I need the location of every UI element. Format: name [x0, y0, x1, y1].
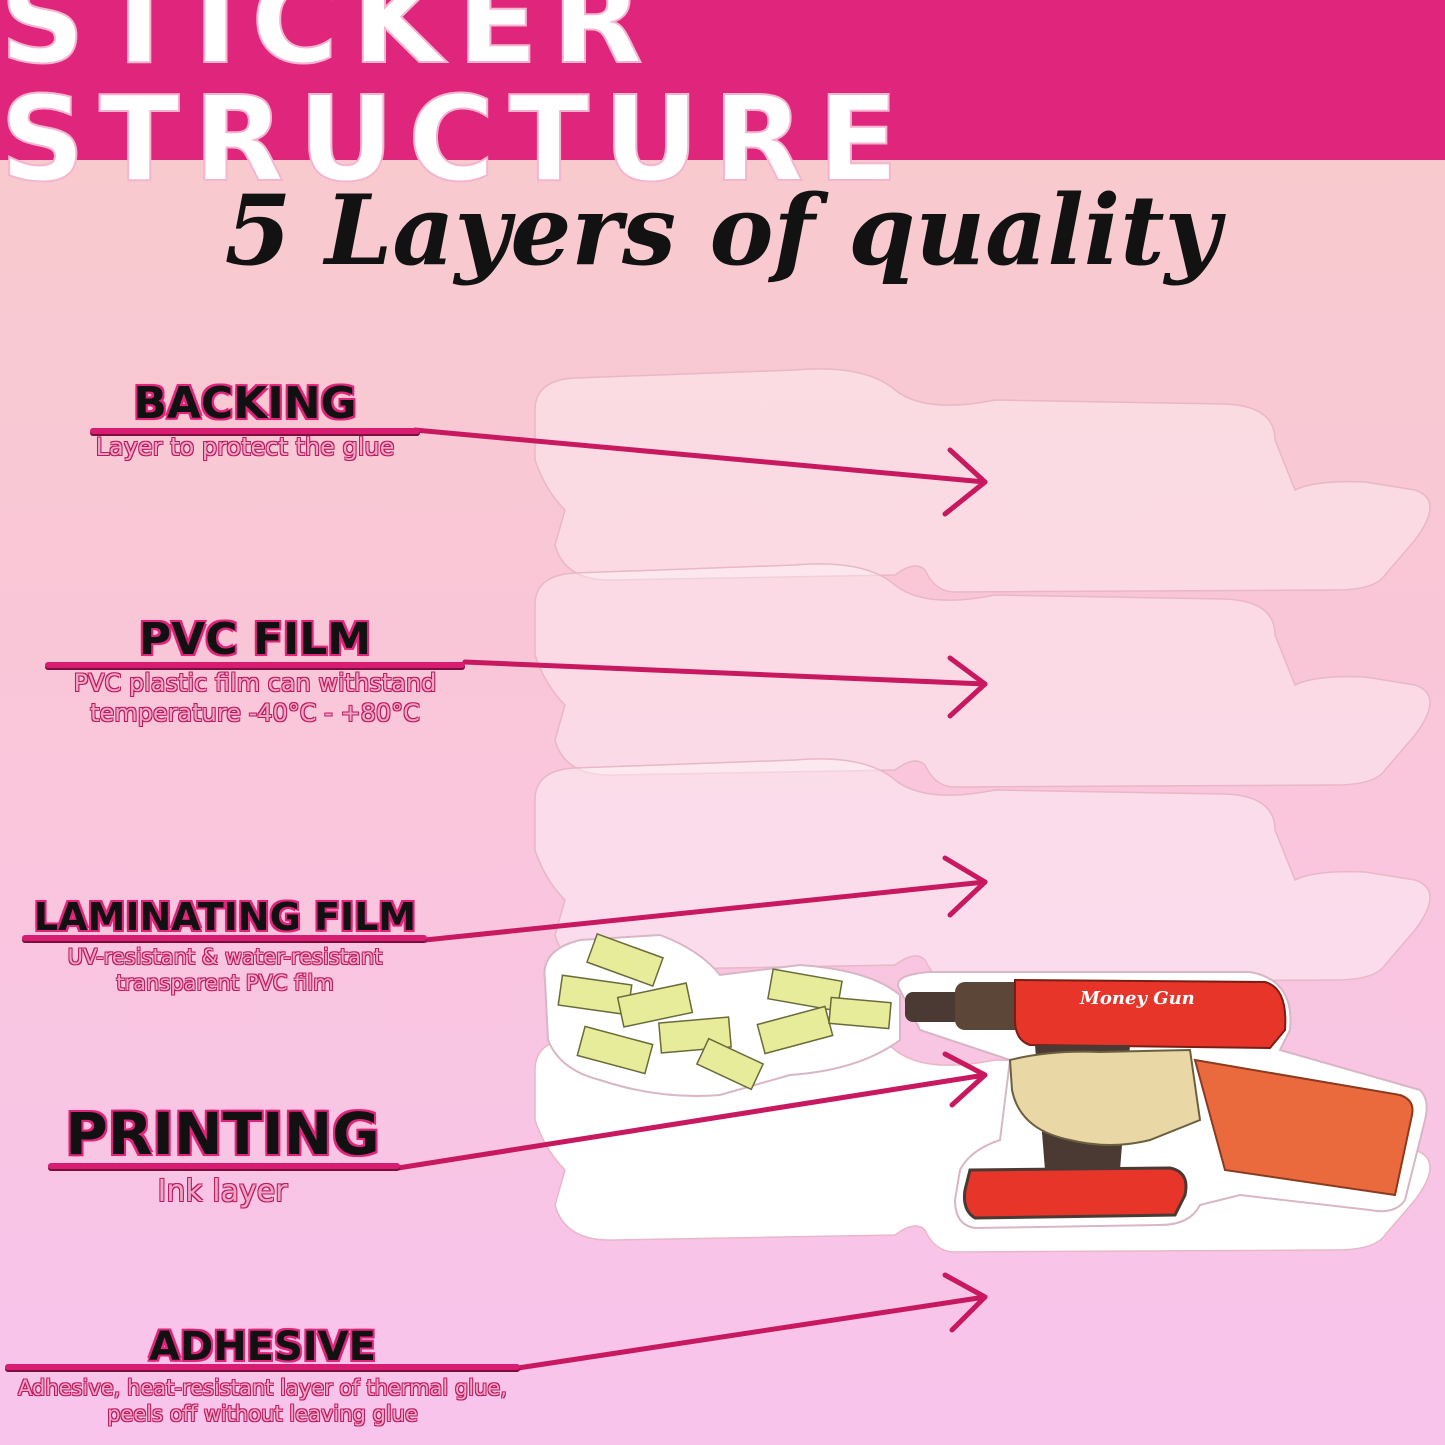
layer-description: UV-resistant & water-resistant: [67, 945, 383, 969]
layer-description: PVC plastic film can withstand: [73, 669, 437, 697]
arrow-adhesive: [515, 1272, 988, 1371]
layer-title: PVC FILM: [138, 614, 372, 665]
layer-label-printing: PRINTING Ink layer: [45, 1105, 400, 1211]
money-gun-drill-icon: Money Gun: [897, 971, 1428, 1230]
drill-caption: Money Gun: [1079, 988, 1195, 1009]
arrow-laminating: [422, 855, 988, 943]
layer-description: Layer to protect the glue: [95, 433, 395, 461]
underline-adhesive: [5, 1364, 520, 1370]
underline-backing: [90, 428, 420, 434]
layer-description: Adhesive, heat-resistant layer of therma…: [18, 1376, 507, 1400]
layer-title: LAMINATING FILM: [33, 895, 417, 939]
underline-printing: [48, 1163, 400, 1169]
layer-label-adhesive: ADHESIVE Adhesive, heat-resistant layer …: [5, 1327, 520, 1428]
layer-description: peels off without leaving glue: [107, 1402, 418, 1427]
layer-title: PRINTING: [65, 1100, 380, 1168]
money-cloud-icon: [543, 932, 901, 1097]
layer-label-pvc-film: PVC FILM PVC plastic film can withstand …: [45, 618, 465, 728]
layer-title: ADHESIVE: [149, 1324, 376, 1370]
layer-description: temperature -40°C - +80°C: [90, 699, 420, 727]
header-banner: STICKER STRUCTURE: [0, 0, 1445, 199]
layer-label-backing: BACKING Layer to protect the glue: [60, 382, 430, 462]
page-subtitle: 5 Layers of quality: [224, 174, 1221, 287]
arrow-pvc: [462, 655, 988, 719]
arrow-printing: [395, 1051, 988, 1171]
page-title: STICKER STRUCTURE: [0, 0, 913, 208]
arrow-backing: [412, 427, 988, 517]
layer-description: transparent PVC film: [116, 971, 334, 996]
layer-description: Ink layer: [157, 1174, 288, 1209]
underline-pvc-film: [45, 662, 465, 668]
layer-label-laminating-film: LAMINATING FILM UV-resistant & water-res…: [20, 898, 430, 997]
underline-laminating-film: [22, 935, 427, 941]
layer-pvc-shape: [534, 563, 1431, 788]
layer-title: BACKING: [133, 378, 357, 429]
arrows: [395, 427, 988, 1371]
